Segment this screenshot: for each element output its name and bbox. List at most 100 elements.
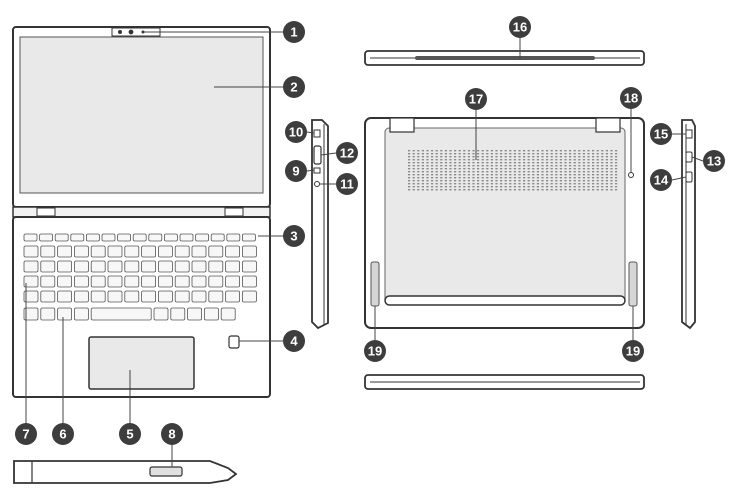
vent-slot [615,171,618,173]
vent-slot [463,183,466,185]
vent-slot [454,153,457,155]
vent-slot [532,177,535,179]
vent-slot [486,153,489,155]
vent-slot [458,180,461,182]
vent-slot [527,165,530,167]
vent-slot [559,186,562,188]
vent-slot [601,171,604,173]
vent-slot [509,186,512,188]
vent-slot [481,168,484,170]
stylus-body [13,460,238,484]
keyboard-key [170,307,186,321]
vent-slot [592,189,595,191]
vent-slot [559,171,562,173]
intake-vent-grill [372,150,636,303]
vent-slot [564,153,567,155]
vent-slot [527,186,530,188]
vent-slot [592,168,595,170]
vent-slot [573,183,576,185]
vent-slot [467,177,470,179]
callout-5: 5 [119,423,141,445]
vent-slot [467,153,470,155]
vent-slot [444,183,447,185]
keyboard-key [141,290,157,303]
vent-slot [523,180,526,182]
vent-slot [587,168,590,170]
vent-slot [546,180,549,182]
keyboard-key [179,233,194,242]
vent-slot [440,171,443,173]
callout-12-label: 12 [340,145,354,160]
vent-slot [610,171,613,173]
vent-slot [486,189,489,191]
vent-slot [412,162,415,164]
vent-slot [495,186,498,188]
vent-slot [601,180,604,182]
vent-slot [490,153,493,155]
vent-slot [564,165,567,167]
vent-slot [463,186,466,188]
vent-slot [523,165,526,167]
vent-slot [500,171,503,173]
keyboard-key [23,233,38,242]
vent-slot [421,153,424,155]
vent-slot [518,153,521,155]
vent-slot [504,165,507,167]
vent-slot [596,159,599,161]
vent-slot [527,159,530,161]
bottom-view [364,117,645,329]
speaker-left [370,261,380,307]
keyboard-key [57,245,72,258]
keyboard-key [163,233,178,242]
vent-slot [444,180,447,182]
vent-slot [477,168,480,170]
vent-slot [458,168,461,170]
vent-slot [573,171,576,173]
keyboard-key [210,233,225,242]
keyboard-key [208,290,224,303]
vent-slot [513,177,516,179]
vent-slot [541,177,544,179]
vent-slot [527,168,530,170]
vent-slot [458,186,461,188]
vent-slot [592,159,595,161]
vent-slot [426,153,429,155]
vent-slot [486,156,489,158]
vent-slot [472,162,475,164]
vent-slot [408,186,411,188]
vent-slot [444,168,447,170]
vent-slot [610,153,613,155]
vent-slot [440,189,443,191]
vent-slot [573,180,576,182]
vent-slot [573,165,576,167]
keyboard-key [132,233,147,242]
vent-slot [546,156,549,158]
vent-slot [426,177,429,179]
vent-slot [532,171,535,173]
keyboard-key [70,233,85,242]
vent-slot [546,159,549,161]
vent-slot [610,159,613,161]
vent-slot [431,153,434,155]
vent-slot [449,174,452,176]
vent-slot [500,153,503,155]
vent-slot [431,165,434,167]
vent-slot [578,162,581,164]
vent-slot [532,156,535,158]
vent-slot [504,156,507,158]
vent-slot [587,174,590,176]
vent-slot [490,186,493,188]
vent-slot [596,162,599,164]
vent-slot [435,153,438,155]
vent-slot [449,156,452,158]
vent-slot [582,177,585,179]
vent-slot [559,153,562,155]
keyboard-key [208,245,224,258]
vent-slot [408,180,411,182]
vent-slot [509,183,512,185]
side-leader-lines [306,131,704,185]
vent-slot [569,165,572,167]
vent-slot [444,156,447,158]
vent-slot [412,177,415,179]
vent-slot [412,159,415,161]
